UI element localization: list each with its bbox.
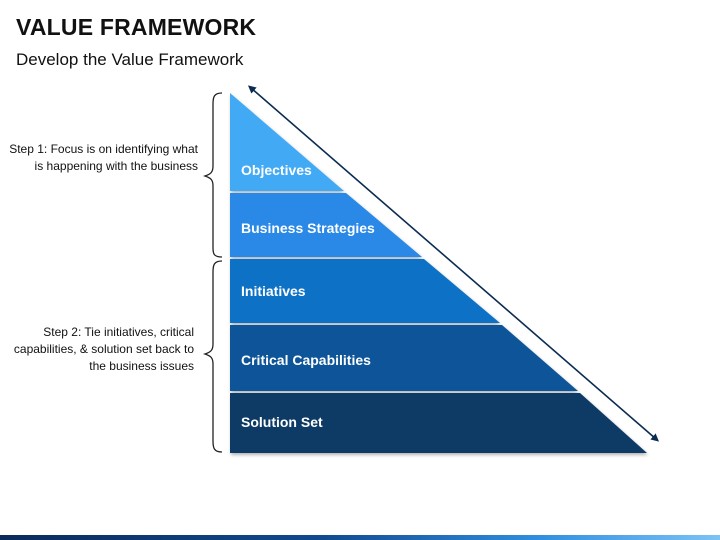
level-critical-capabilities-label: Critical Capabilities [241,352,371,368]
page-title: VALUE FRAMEWORK [16,14,257,40]
level-solution-set-label: Solution Set [241,414,323,430]
level-business-strategies-label: Business Strategies [241,220,375,236]
diagonal-double-arrow [247,85,660,442]
step-1-text: Step 1: Focus is on identifying what is … [9,142,198,173]
level-objectives-label: Objectives [241,162,312,178]
step-1-brace [202,92,223,258]
footer-accent-bar [0,535,720,540]
step-2-text: Step 2: Tie initiatives, critical capabi… [13,325,194,373]
level-initiatives-label: Initiatives [241,283,306,299]
page-subtitle: Develop the Value Framework [16,50,244,69]
step-2-brace [202,260,223,453]
